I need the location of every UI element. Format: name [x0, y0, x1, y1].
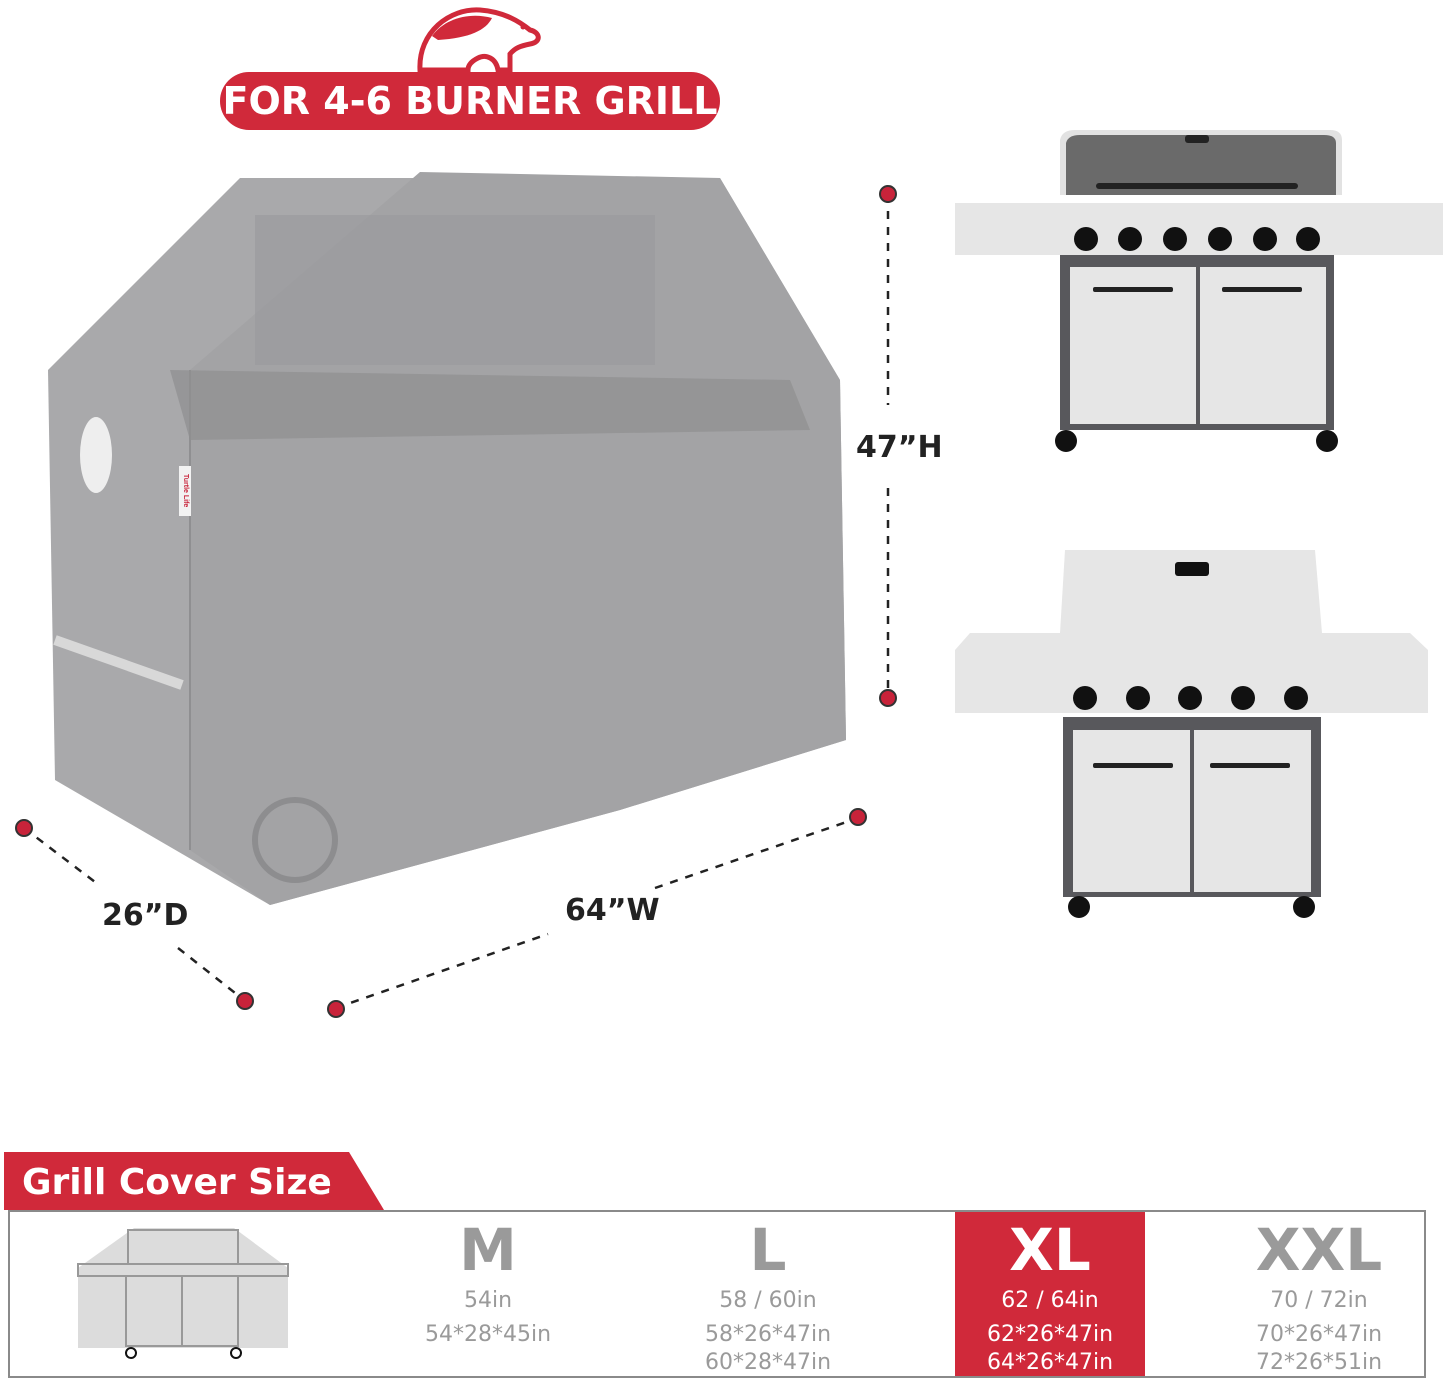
size-dims: 70*26*47in [1255, 1322, 1383, 1347]
depth-dimension: 26”D [102, 898, 189, 933]
size-table: M 54in 54*28*45in L 58 / 60in 58*26*47in… [8, 1210, 1426, 1378]
size-option-m: M 54in 54*28*45in [393, 1212, 583, 1376]
cover-brand-tag: Turtle Life [179, 466, 191, 516]
grill-cover-icon [77, 1228, 289, 1359]
size-dims: 58*26*47in [704, 1322, 832, 1347]
size-label: L [749, 1216, 787, 1284]
height-dimension: 47”H [856, 430, 943, 465]
size-length: 58 / 60in [719, 1288, 817, 1313]
burner-banner: FOR 4-6 BURNER GRILL [220, 72, 720, 130]
width-dimension: 64”W [565, 893, 660, 928]
size-dims: 54*28*45in [424, 1322, 552, 1347]
turtle-logo-icon [417, 7, 541, 73]
size-dims: 72*26*51in [1255, 1350, 1383, 1375]
size-dims: 60*28*47in [704, 1350, 832, 1375]
six-burner-grill-illustration [955, 130, 1443, 452]
size-dims: 64*26*47in [986, 1350, 1114, 1375]
grill-cover-illustration [15, 172, 897, 1018]
size-option-l: L 58 / 60in 58*26*47in 60*28*47in [673, 1212, 863, 1376]
size-label: M [459, 1216, 517, 1284]
size-option-xl: XL 62 / 64in 62*26*47in 64*26*47in [955, 1212, 1145, 1376]
size-section-title: Grill Cover Size [4, 1152, 384, 1210]
size-option-xxl: XXL 70 / 72in 70*26*47in 72*26*51in [1224, 1212, 1414, 1376]
size-length: 62 / 64in [1001, 1288, 1099, 1313]
size-length: 70 / 72in [1270, 1288, 1368, 1313]
size-label: XXL [1255, 1216, 1383, 1284]
size-label: XL [1009, 1216, 1091, 1284]
size-dims: 62*26*47in [986, 1322, 1114, 1347]
size-length: 54in [463, 1288, 513, 1313]
five-burner-grill-illustration [955, 550, 1428, 918]
